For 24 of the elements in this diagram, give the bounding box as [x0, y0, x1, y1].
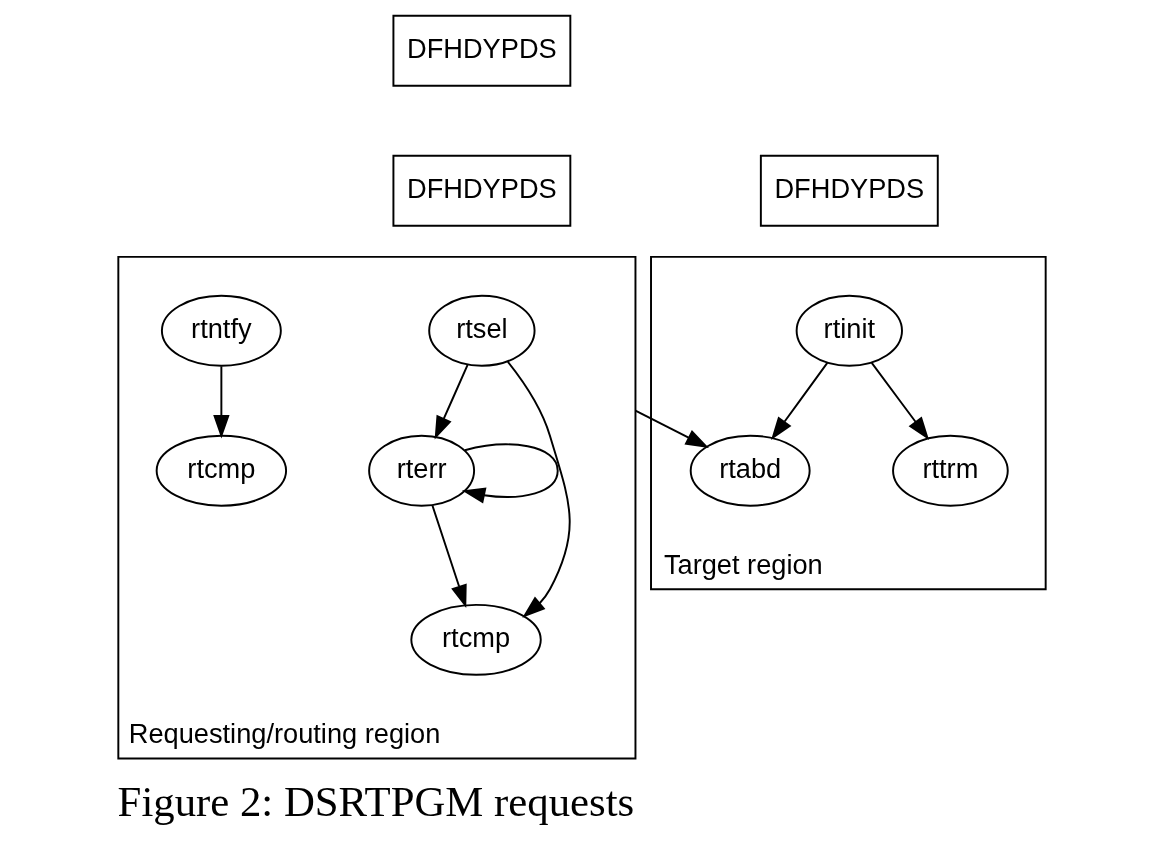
node-ellipse: rtntfy [160, 294, 282, 367]
cluster [649, 255, 1047, 591]
node-ellipse: rttrm [891, 434, 1009, 507]
node-box: DFHDYPDS [391, 14, 571, 87]
cluster [116, 255, 636, 760]
arrow [634, 409, 709, 448]
node-box: DFHDYPDS [391, 154, 571, 227]
caption: Figure 2: DSRTPGM requests [117, 777, 634, 825]
arrow [870, 361, 929, 441]
node-label: Target region [663, 549, 823, 581]
node-ellipse: rtsel [427, 294, 536, 367]
arrow [430, 504, 467, 609]
node-ellipse: rtcmp [409, 603, 542, 676]
arrow [461, 443, 559, 504]
node-ellipse: rtcmp [155, 434, 287, 507]
arrow [506, 360, 571, 618]
arrow [434, 363, 469, 440]
node-box: DFHDYPDS [759, 154, 939, 227]
node-ellipse: rtabd [689, 434, 811, 507]
node-ellipse: rtinit [795, 294, 903, 367]
node-label: Requesting/routing region [128, 718, 440, 750]
arrow [770, 361, 828, 441]
node-ellipse: rterr [367, 434, 475, 507]
arrow [212, 365, 230, 439]
